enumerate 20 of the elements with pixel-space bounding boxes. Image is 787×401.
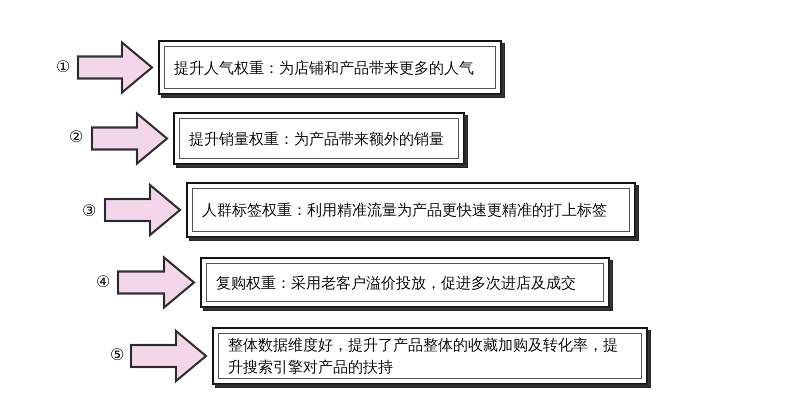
step-number: ④	[96, 273, 110, 291]
text-box	[200, 257, 610, 308]
block-arrow	[104, 182, 182, 238]
block-arrow	[130, 328, 208, 384]
box-text: 人群标签权重：利用精准流量为产品更快速更精准的打上标签	[202, 200, 607, 221]
box-text: 整体数据维度好，提升了产品整体的收藏加购及转化率，提升搜索引擎对产品的扶持	[228, 335, 619, 378]
text-box	[186, 182, 636, 238]
box-text: 复购权重：采用老客户溢价投放，促进多次进店及成交	[216, 272, 576, 294]
block-arrow	[76, 40, 154, 95]
step-number: ③	[82, 202, 96, 220]
box-text: 提升人气权重：为店铺和产品带来更多的人气	[174, 58, 474, 78]
text-box	[158, 40, 502, 95]
block-arrow	[116, 255, 196, 310]
box-text: 提升销量权重：为产品带来额外的销量	[189, 128, 444, 150]
step-number: ②	[69, 128, 84, 146]
step-number: ⑤	[110, 346, 124, 364]
text-box	[212, 327, 648, 385]
text-box	[173, 112, 465, 165]
block-arrow	[90, 111, 169, 166]
step-number: ①	[56, 58, 70, 76]
